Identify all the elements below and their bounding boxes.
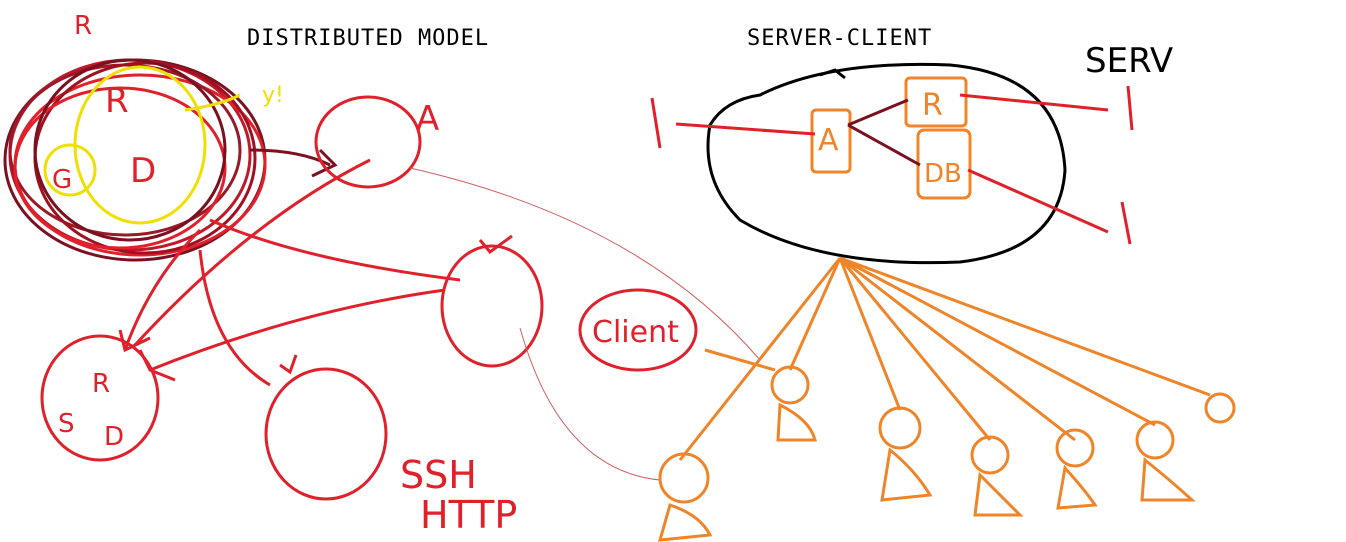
node-a <box>314 95 422 189</box>
label-serv: SERV <box>1085 41 1173 81</box>
client-bubble <box>578 288 698 372</box>
label-server-r: R <box>922 88 943 123</box>
label-d-inner: D <box>130 151 156 191</box>
label-yellow-note: y! <box>262 83 284 108</box>
node-r <box>40 334 160 462</box>
server-cloud <box>706 62 1067 265</box>
server-links <box>650 85 1134 245</box>
node-middle <box>440 234 544 368</box>
label-ssh: SSH <box>400 453 477 497</box>
label-http: HTTP <box>420 493 517 537</box>
central-repo-scribble <box>3 58 267 262</box>
node-bottom <box>264 354 388 501</box>
label-server-a: A <box>818 123 839 158</box>
distributed-model-title: DISTRIBUTED MODEL <box>247 26 490 51</box>
thin-connectors <box>409 167 761 481</box>
server-client-title: SERVER-CLIENT <box>747 26 933 51</box>
client-figures <box>657 365 1236 542</box>
server-internal-links <box>847 98 921 167</box>
label-client: Client <box>592 315 679 350</box>
label-node-a: A <box>416 99 439 139</box>
label-node-d: D <box>104 422 124 452</box>
label-server-db: DB <box>924 159 962 189</box>
label-node-s: S <box>58 409 75 439</box>
label-g-inner: G <box>52 165 72 195</box>
distributed-connections <box>118 148 461 387</box>
label-r-top: R <box>74 11 92 41</box>
label-r-inner: R <box>105 81 129 121</box>
label-node-r: R <box>92 369 110 399</box>
client-fanout <box>678 256 1211 461</box>
